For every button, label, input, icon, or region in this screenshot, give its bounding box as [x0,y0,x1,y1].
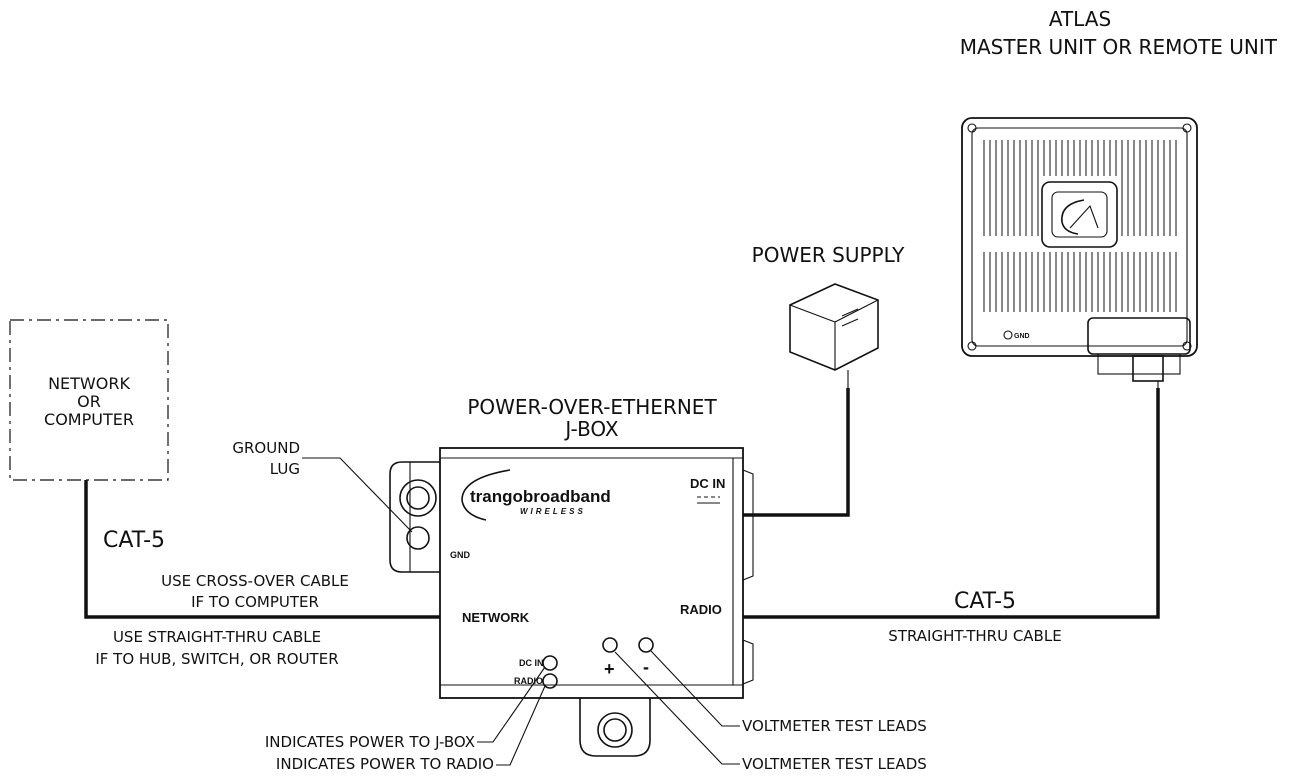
power-supply-body [789,283,879,371]
brand-sub: WIRELESS [520,507,586,516]
ground-lug-callout: GROUND LUG [232,439,413,533]
ground-lug-label-line1: GROUND [232,439,300,457]
jbox-mount-hole-inner [406,486,430,510]
atlas-unit: ATLAS MASTER UNIT OR REMOTE UNIT GND [960,7,1278,388]
test-point-plus [602,637,618,653]
callout-power-to-radio: INDICATES POWER TO RADIO [276,755,494,773]
left-cat5-cable: CAT-5 USE CROSS-OVER CABLE IF TO COMPUTE… [84,480,440,668]
atlas-ground-terminal [1003,330,1013,340]
atlas-cooling-fins [983,140,1177,312]
right-cat5-cable: CAT-5 STRAIGHT-THRU CABLE [743,388,1160,645]
left-cable-line [84,480,440,619]
callout-voltmeter-2: VOLTMETER TEST LEADS [742,755,927,773]
crossover-note-line2: IF TO COMPUTER [191,593,319,611]
right-cable-note: STRAIGHT-THRU CABLE [888,627,1061,645]
jbox-gnd-label: GND [450,550,471,560]
left-cable-title: CAT-5 [103,528,165,553]
ground-lug-terminal [406,526,430,550]
atlas-ground-mark: GND [1014,333,1030,340]
straight-note-line1: USE STRAIGHT-THRU CABLE [113,628,321,646]
right-cable-title: CAT-5 [954,589,1016,614]
jbox-body [439,447,744,699]
radio-port-label: RADIO [680,602,722,617]
jbox-bottom-tab [579,698,651,757]
callout-voltmeter-1: VOLTMETER TEST LEADS [742,717,927,735]
atlas-logo-plate [1041,181,1118,248]
atlas-subtitle: MASTER UNIT OR REMOTE UNIT [960,35,1278,59]
ground-lug-label-line2: LUG [270,460,300,478]
test-point-minus [638,637,654,653]
atlas-logo-mark [1061,199,1085,235]
led-radio [542,673,558,689]
network-computer-box: NETWORK OR COMPUTER [9,319,169,481]
atlas-title: ATLAS [1049,7,1111,31]
network-label-line3: COMPUTER [44,410,134,429]
led-dc-in [542,655,558,671]
crossover-note-line1: USE CROSS-OVER CABLE [161,572,349,590]
jbox-title-line2: J-BOX [563,417,619,441]
jbox-title-line1: POWER-OVER-ETHERNET [467,395,717,419]
power-supply: POWER SUPPLY [743,243,905,517]
jbox-dc-in-label: DC IN [690,476,725,491]
straight-note-line2: IF TO HUB, SWITCH, OR ROUTER [95,650,338,668]
network-label-line2: OR [77,392,101,411]
power-supply-title: POWER SUPPLY [752,243,905,267]
led-callouts: INDICATES POWER TO J-BOX INDICATES POWER… [265,666,546,773]
network-label-line1: NETWORK [48,374,130,393]
brand-name: trangobroadband [470,487,611,506]
power-supply-cable [743,388,850,517]
led-radio-label: RADIO [514,676,543,686]
network-port-label: NETWORK [462,610,530,625]
callout-power-to-jbox: INDICATES POWER TO J-BOX [265,733,475,751]
voltmeter-callouts: VOLTMETER TEST LEADS VOLTMETER TEST LEAD… [614,650,927,773]
brand-swoosh [461,469,511,521]
atlas-cable-gland [1132,355,1164,382]
jbox-mount-hole-outer [399,479,437,517]
plus-symbol: + [604,659,615,679]
right-cable-line [743,388,1160,619]
jbox: POWER-OVER-ETHERNET J-BOX trangobroadban… [389,395,754,757]
led-dc-in-label: DC IN [519,658,544,668]
jbox-left-ear [389,461,440,573]
minus-symbol: - [643,657,649,677]
